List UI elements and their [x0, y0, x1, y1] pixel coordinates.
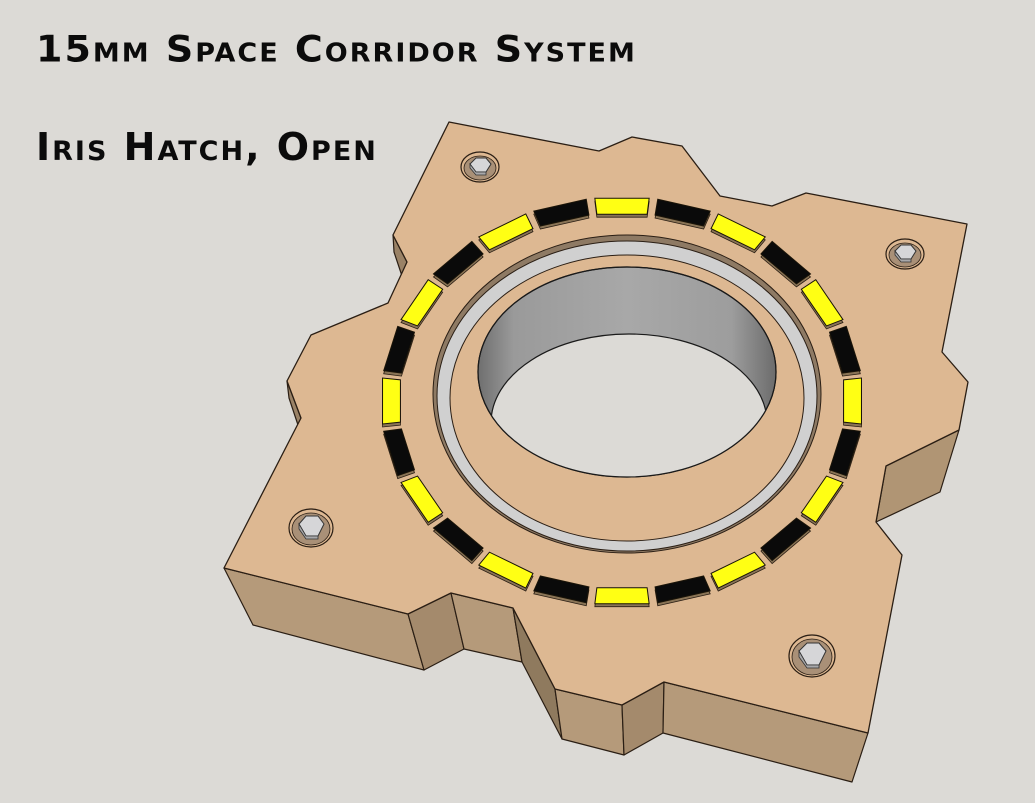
stripe-segment-yellow — [477, 551, 534, 589]
stripe-segment-yellow — [594, 197, 650, 215]
stripe-segment-black — [760, 240, 812, 285]
stripe-segment-yellow — [382, 377, 401, 425]
stripe-segment-black — [828, 325, 861, 374]
bolt-bottom-right — [788, 634, 836, 678]
stripe-segment-yellow — [400, 475, 444, 523]
stripe-segment-black — [533, 198, 590, 227]
stripe-segment-black — [533, 575, 590, 604]
stripe-segment-black — [432, 517, 484, 562]
bolts — [288, 151, 925, 678]
stripe-segment-yellow — [843, 377, 862, 425]
stripe-segment-yellow — [594, 587, 650, 605]
stripe-segment-black — [383, 325, 416, 374]
stripe-segment-yellow — [800, 475, 844, 523]
stripe-segment-yellow — [477, 213, 534, 251]
stripe-segment-black — [760, 517, 812, 562]
stripe-segment-black — [654, 198, 711, 227]
page-title: 15mm Space Corridor System — [36, 28, 637, 70]
stripe-segment-yellow — [710, 213, 767, 251]
stripe-segment-yellow — [400, 279, 444, 327]
stripe-segment-yellow — [710, 551, 767, 589]
bolt-top-left — [460, 151, 500, 183]
stripe-segment-yellow — [800, 279, 844, 327]
bolt-bottom-left — [288, 508, 334, 548]
page-subtitle: Iris Hatch, Open — [36, 125, 378, 169]
bolt-top-right — [885, 238, 925, 270]
stripe-segment-black — [828, 428, 861, 477]
stripe-segment-black — [432, 240, 484, 285]
hazard-stripe-ring — [382, 197, 862, 608]
stripe-segment-black — [654, 575, 711, 604]
stripe-segment-black — [383, 428, 416, 477]
